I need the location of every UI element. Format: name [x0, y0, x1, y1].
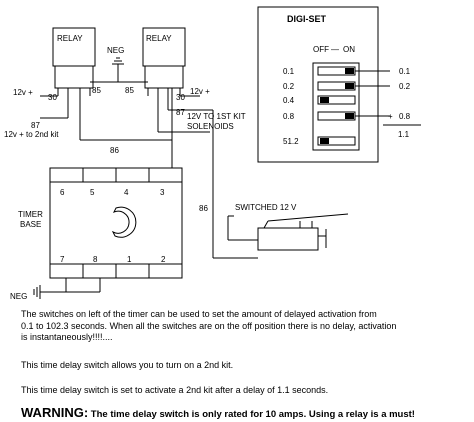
right-87-note-1: 12V TO 1ST KIT [187, 112, 246, 121]
right-relay-base [144, 65, 184, 89]
digiset-row-left-label: 0.4 [283, 96, 295, 105]
note-line-2: 0.1 to 102.3 seconds. When all the switc… [21, 321, 397, 331]
timer-pin-3: 3 [160, 188, 165, 197]
right-relay-pin85: 85 [125, 86, 134, 95]
timer-pin-1: 1 [127, 255, 132, 264]
timer-pin-2: 2 [161, 255, 166, 264]
timer-pin-7: 7 [60, 255, 65, 264]
note-line-3: is instantaneously!!!!.... [21, 332, 113, 342]
digiset-row-left-label: 0.2 [283, 82, 295, 91]
dip-switches [317, 66, 356, 146]
digiset-row-right-label: 0.2 [399, 82, 411, 91]
digiset-outline [257, 6, 379, 163]
neg-label-top: NEG [107, 46, 124, 55]
dip-knob [345, 83, 354, 89]
switched-label: SWITCHED 12 V [235, 203, 297, 212]
digiset-row-left-label: 0.8 [283, 112, 295, 121]
dip-knob [345, 113, 354, 119]
note-line-4: This time delay switch allows you to tur… [21, 360, 234, 370]
right-12v-label: 12v + [190, 87, 210, 96]
switch-body [257, 227, 319, 251]
warning-head: WARNING: [21, 405, 89, 420]
left-87-note: 12v + to 2nd kit [4, 130, 59, 139]
digiset-title: DIGI-SET [287, 14, 327, 24]
digiset-on-label: ON [343, 45, 355, 54]
dip-knob [320, 138, 329, 144]
timer-label-1: TIMER [18, 210, 43, 219]
left-relay-pin30: 30 [48, 93, 57, 102]
digiset-sum: 1.1 [398, 130, 410, 139]
timer-pin-5: 5 [90, 188, 95, 197]
timer-base [49, 167, 183, 279]
note-line-5: This time delay switch is set to activat… [21, 385, 329, 395]
dip-knob [345, 68, 354, 74]
timer-pin-4: 4 [124, 188, 129, 197]
timer-pin-6: 6 [60, 188, 65, 197]
left-relay-pin85: 85 [92, 86, 101, 95]
neg-ground-label: NEG [10, 292, 27, 301]
digiset-row-left-label: 51.2 [283, 137, 299, 146]
wire-86-side: 86 [199, 204, 208, 213]
dip-slot [317, 136, 356, 146]
right-relay-pin87: 87 [176, 108, 185, 117]
warning-body: The time delay switch is only rated for … [88, 409, 415, 420]
digiset-panel [257, 6, 379, 163]
warning-line: WARNING: The time delay switch is only r… [21, 404, 415, 422]
wire-86-top: 86 [110, 146, 119, 155]
digiset-off-label: OFF [313, 45, 329, 54]
digiset-switch-bank [312, 62, 360, 151]
digiset-dash: — [331, 45, 339, 54]
left-12v-label: 12v + [13, 88, 33, 97]
timer-pin-8: 8 [93, 255, 98, 264]
dip-slot [317, 95, 356, 105]
left-relay [52, 27, 96, 96]
right-relay-title: RELAY [146, 34, 172, 43]
right-87-note-2: SOLENOIDS [187, 122, 234, 131]
right-relay [142, 27, 186, 96]
note-line-1: The switches on left of the timer can be… [21, 309, 377, 319]
toggle-switch [228, 213, 349, 251]
digiset-row-right-label: 0.1 [399, 67, 411, 76]
dip-knob [320, 97, 329, 103]
right-relay-pin30: 30 [176, 93, 185, 102]
digiset-plus: + [388, 112, 393, 121]
left-relay-title: RELAY [57, 34, 83, 43]
left-relay-pin87: 87 [31, 121, 40, 130]
timer-label-2: BASE [20, 220, 41, 229]
left-relay-base [54, 65, 94, 89]
digiset-row-left-label: 0.1 [283, 67, 295, 76]
digiset-rows: 0.1 0.1 0.2 0.2 0.4 0.8 0.8 51.2 [283, 67, 411, 146]
timer-knob [111, 206, 137, 238]
digiset-row-right-label: 0.8 [399, 112, 411, 121]
